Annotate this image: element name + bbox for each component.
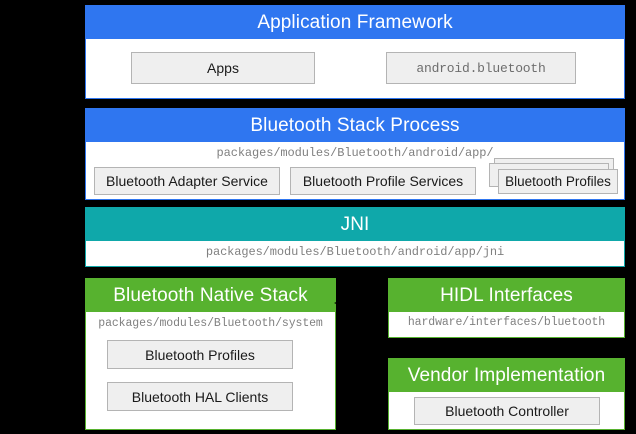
jni-header: JNI — [86, 208, 624, 241]
jni-path: packages/modules/Bluetooth/android/app/j… — [205, 245, 505, 259]
hidl-interfaces-path: hardware/interfaces/bluetooth — [407, 316, 606, 329]
box-bluetooth-controller[interactable]: Bluetooth Controller — [414, 397, 600, 425]
panel-application-framework: Application Framework Apps android.bluet… — [85, 5, 625, 99]
connector-native-stack-to-hidl — [334, 295, 390, 311]
box-bluetooth-hal-clients-label: Bluetooth HAL Clients — [131, 388, 269, 405]
bluetooth-native-stack-header: Bluetooth Native Stack — [86, 279, 335, 312]
box-apps-label: Apps — [207, 60, 239, 76]
panel-bluetooth-native-stack: Bluetooth Native Stack packages/modules/… — [85, 278, 336, 430]
hidl-interfaces-header: HIDL Interfaces — [389, 279, 624, 312]
panel-hidl-interfaces: HIDL Interfaces hardware/interfaces/blue… — [388, 278, 625, 338]
box-android-bluetooth-label: android.bluetooth — [416, 60, 546, 76]
panel-bluetooth-stack-process: Bluetooth Stack Process packages/modules… — [85, 108, 625, 200]
box-bluetooth-profile-services[interactable]: Bluetooth Profile Services — [290, 167, 476, 195]
bluetooth-stack-process-body: packages/modules/Bluetooth/android/app/ … — [86, 142, 624, 199]
box-bluetooth-profiles-stack[interactable]: Bluetooth Profiles — [484, 158, 620, 198]
bluetooth-native-stack-path: packages/modules/Bluetooth/system — [98, 317, 323, 330]
panel-jni: JNI packages/modules/Bluetooth/android/a… — [85, 207, 625, 267]
box-bluetooth-adapter-service[interactable]: Bluetooth Adapter Service — [94, 167, 280, 195]
bluetooth-stack-process-header: Bluetooth Stack Process — [86, 109, 624, 142]
box-bluetooth-controller-label: Bluetooth Controller — [445, 403, 569, 419]
stack-card-front[interactable]: Bluetooth Profiles — [498, 169, 618, 194]
hidl-interfaces-body: hardware/interfaces/bluetooth — [389, 312, 624, 337]
box-bluetooth-profiles-native[interactable]: Bluetooth Profiles — [107, 340, 293, 369]
panel-vendor-implementation: Vendor Implementation Bluetooth Controll… — [388, 358, 625, 430]
box-bluetooth-hal-clients[interactable]: Bluetooth HAL Clients — [107, 382, 293, 411]
box-android-bluetooth[interactable]: android.bluetooth — [386, 52, 576, 84]
application-framework-header: Application Framework — [86, 6, 624, 39]
bluetooth-native-stack-body: packages/modules/Bluetooth/system Blueto… — [86, 312, 335, 429]
box-bluetooth-profiles-native-label: Bluetooth Profiles — [145, 346, 255, 363]
box-bluetooth-profiles-stack-label: Bluetooth Profiles — [505, 174, 611, 189]
double-arrow-icon — [334, 299, 390, 307]
vendor-implementation-body: Bluetooth Controller — [389, 392, 624, 429]
jni-body: packages/modules/Bluetooth/android/app/j… — [86, 241, 624, 266]
application-framework-body: Apps android.bluetooth — [86, 39, 624, 98]
bluetooth-stack-process-path: packages/modules/Bluetooth/android/app/ — [216, 146, 494, 160]
vendor-implementation-header: Vendor Implementation — [389, 359, 624, 392]
box-apps[interactable]: Apps — [131, 52, 315, 84]
box-bluetooth-adapter-service-label: Bluetooth Adapter Service — [106, 173, 268, 189]
box-bluetooth-profile-services-label: Bluetooth Profile Services — [302, 173, 464, 189]
